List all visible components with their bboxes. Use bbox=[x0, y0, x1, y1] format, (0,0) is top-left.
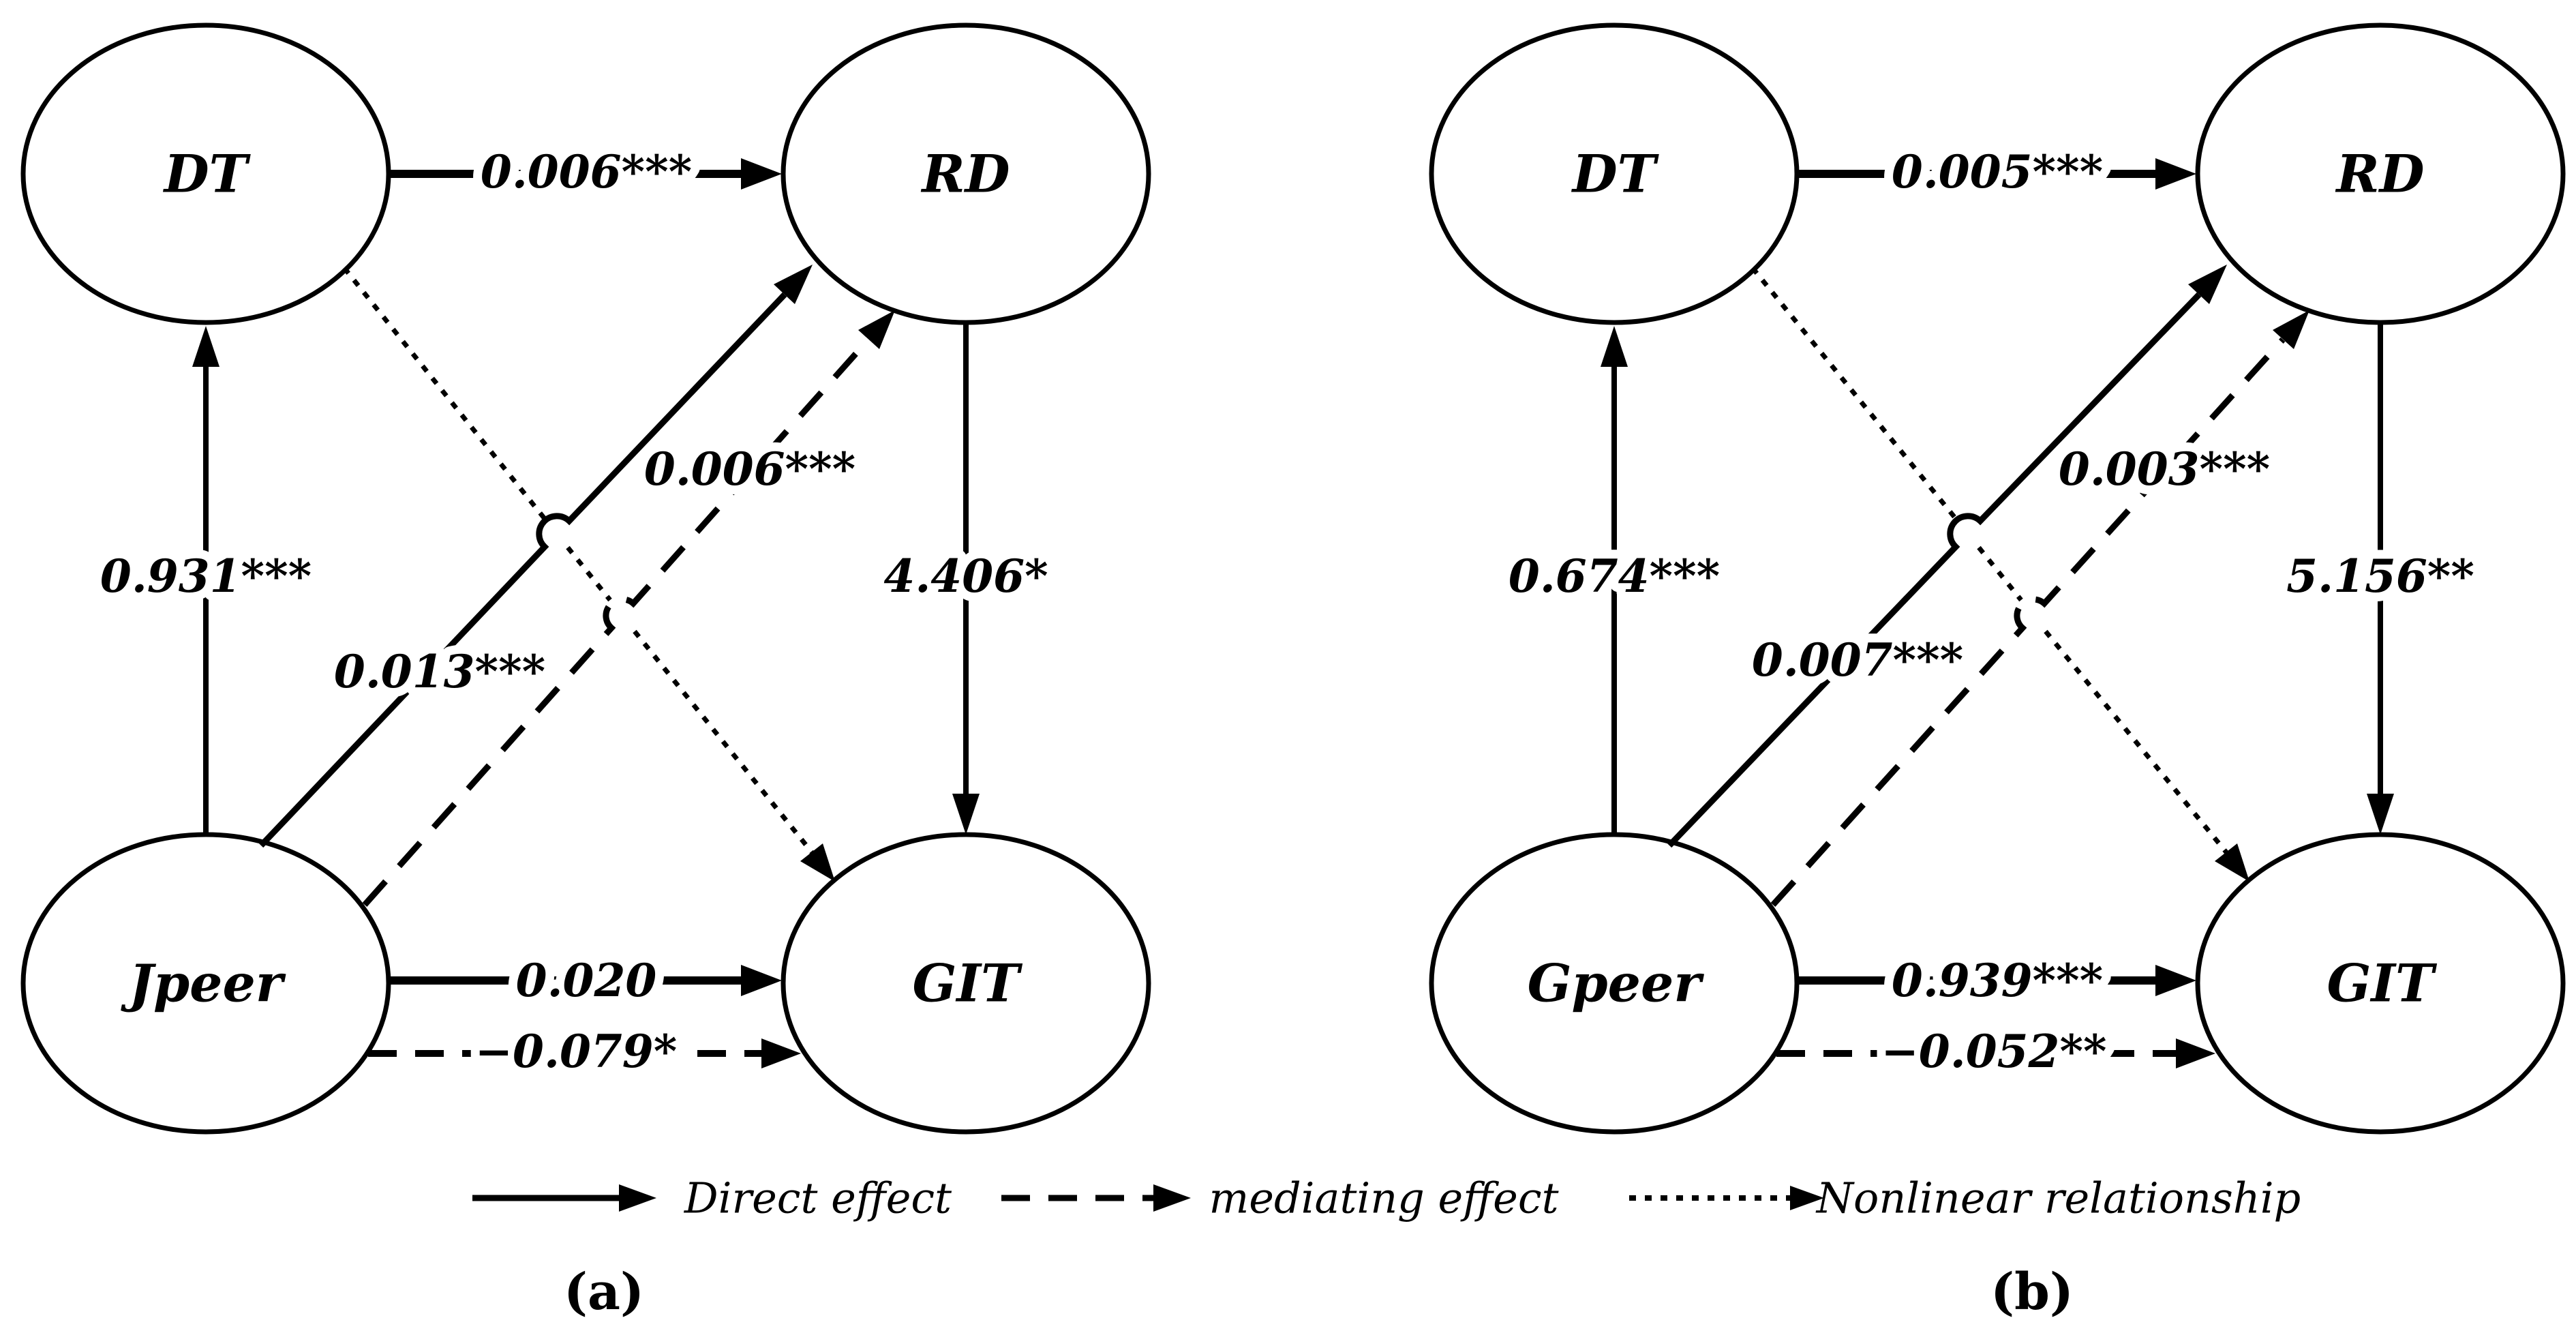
arrow-jpeer-rd-mediating-a bbox=[362, 310, 895, 907]
coef-jpeer-rd-mediating-a: 0.006*** bbox=[644, 443, 855, 496]
arrow-jpeer-dt-a bbox=[192, 326, 219, 835]
legend-label-direct: Direct effect bbox=[684, 1173, 952, 1223]
node-label-jpeer-a: Jpeer bbox=[121, 953, 286, 1014]
coef-gpeer-rd-mediating-b: 0.003*** bbox=[2059, 443, 2270, 496]
legend-solid-arrow-icon bbox=[472, 1184, 656, 1212]
arrow-dt-rd-b bbox=[1798, 158, 2196, 190]
coef-rd-git-a: 4.406* bbox=[883, 550, 1048, 603]
node-label-git-b: GIT bbox=[2327, 953, 2437, 1014]
coef-gpeer-git-mediating-b: −0.052** bbox=[1881, 1025, 2107, 1078]
coef-gpeer-dt-b: 0.674*** bbox=[1509, 550, 1720, 603]
legend-item-nonlinear: Nonlinear relationship bbox=[1629, 1173, 2301, 1223]
node-label-dt-a: DT bbox=[163, 144, 252, 205]
panel-caption-a: (a) bbox=[564, 1263, 644, 1321]
coef-dt-rd-a: 0.006*** bbox=[481, 145, 692, 198]
node-label-rd-a: RD bbox=[920, 144, 1010, 205]
coef-jpeer-rd-direct-a: 0.013*** bbox=[334, 645, 545, 698]
legend-item-mediating: mediating effect bbox=[1001, 1173, 1559, 1223]
arrow-gpeer-rd-direct-b bbox=[1667, 265, 2227, 848]
panel-caption-b: (b) bbox=[1990, 1263, 2074, 1321]
node-label-gpeer-b: Gpeer bbox=[1528, 953, 1705, 1014]
node-label-git-a: GIT bbox=[912, 953, 1022, 1014]
arrow-gpeer-git-direct-b bbox=[1798, 965, 2196, 996]
arrow-gpeer-git-mediating-b bbox=[1776, 1038, 2215, 1068]
arrow-jpeer-git-direct-a bbox=[390, 965, 782, 996]
coef-jpeer-dt-a: 0.931*** bbox=[100, 550, 312, 603]
coef-rd-git-b: 5.156** bbox=[2286, 550, 2474, 603]
coef-jpeer-git-mediating-a: −0.079* bbox=[475, 1025, 677, 1078]
node-label-rd-b: RD bbox=[2335, 144, 2424, 205]
coef-gpeer-git-direct-b: 0.939*** bbox=[1892, 954, 2103, 1007]
legend: Direct effect mediating effect Nonlinear… bbox=[472, 1173, 2301, 1223]
legend-label-mediating: mediating effect bbox=[1209, 1173, 1559, 1223]
node-label-dt-b: DT bbox=[1571, 144, 1660, 205]
panel-a: DT RD Jpeer GIT 0.006*** 0.931*** 4.406*… bbox=[20, 23, 1151, 1321]
arrow-dt-git-nonlinear-b bbox=[1751, 266, 2249, 882]
coef-gpeer-rd-direct-b: 0.007*** bbox=[1752, 633, 1963, 687]
arrow-jpeer-git-mediating-a bbox=[368, 1038, 801, 1068]
legend-dotted-arrow-icon bbox=[1629, 1186, 1824, 1210]
coef-jpeer-git-direct-a: 0.020 bbox=[516, 954, 657, 1007]
node-ellipse-dt-b bbox=[1429, 23, 1800, 325]
arrow-gpeer-dt-b bbox=[1601, 326, 1628, 835]
legend-item-direct: Direct effect bbox=[472, 1173, 952, 1223]
legend-dashed-arrow-icon bbox=[1001, 1184, 1191, 1212]
arrow-rd-git-a bbox=[952, 323, 980, 835]
arrow-dt-git-nonlinear-a bbox=[342, 266, 835, 882]
arrow-jpeer-rd-direct-a bbox=[258, 265, 813, 848]
arrow-dt-rd-a bbox=[390, 158, 782, 190]
arrow-rd-git-b bbox=[2367, 323, 2394, 835]
panel-b: DT RD Gpeer GIT 0.005*** 0.674*** 5.156*… bbox=[1429, 23, 2566, 1321]
coef-dt-rd-b: 0.005*** bbox=[1892, 145, 2103, 198]
node-ellipse-dt-a bbox=[20, 23, 391, 325]
legend-label-nonlinear: Nonlinear relationship bbox=[1815, 1173, 2301, 1223]
arrow-gpeer-rd-mediating-b bbox=[1770, 310, 2309, 908]
